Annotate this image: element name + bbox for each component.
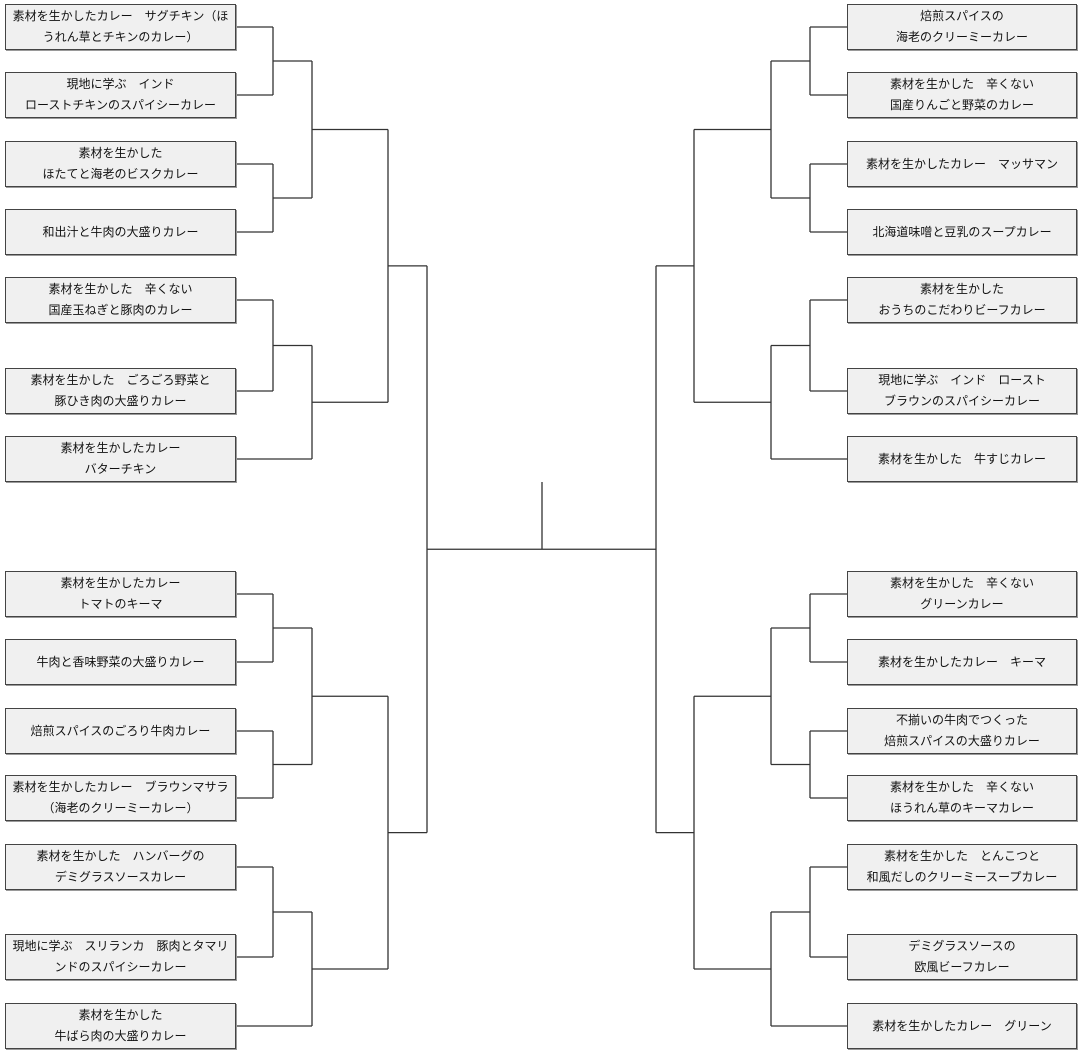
right-entry-box: 素材を生かしたカレー グリーン (847, 1003, 1077, 1049)
right-entry-label: 素材を生かした 辛くない グリーンカレー (889, 576, 1034, 611)
right-entry-label: 素材を生かしたカレー マッサマン (865, 156, 1058, 171)
right-entry-box: 不揃いの牛肉でつくった 焙煎スパイスの大盛りカレー (847, 708, 1077, 754)
left-entry-box: 現地に学ぶ スリランカ 豚肉とタマリ ンドのスパイシーカレー (5, 934, 236, 980)
right-entry-box: 素材を生かしたカレー キーマ (847, 639, 1077, 685)
left-entry-box: 素材を生かしたカレー ブラウンマサラ （海老のクリーミーカレー） (5, 775, 236, 821)
right-entry-box: 焙煎スパイスの 海老のクリーミーカレー (847, 4, 1077, 50)
left-entry-label: 焙煎スパイスのごろり牛肉カレー (30, 723, 211, 738)
left-entry-label: 牛肉と香味野菜の大盛りカレー (36, 654, 205, 669)
left-entry-label: 素材を生かした ハンバーグの デミグラスソースカレー (36, 849, 205, 884)
right-entry-label: 焙煎スパイスの 海老のクリーミーカレー (895, 9, 1028, 44)
left-entry-box: 牛肉と香味野菜の大盛りカレー (5, 639, 236, 685)
right-entry-box: 素材を生かした とんこつと 和風だしのクリーミースープカレー (847, 844, 1077, 890)
right-entry-label: 現地に学ぶ インド ロースト ブラウンのスパイシーカレー (878, 373, 1046, 408)
right-entry-box: 北海道味噌と豆乳のスープカレー (847, 209, 1077, 255)
left-entry-label: 素材を生かしたカレー トマトのキーマ (60, 576, 181, 611)
right-entry-label: 北海道味噌と豆乳のスープカレー (872, 224, 1052, 239)
left-entry-box: 素材を生かしたカレー トマトのキーマ (5, 571, 236, 617)
right-entry-label: 素材を生かしたカレー グリーン (872, 1018, 1052, 1033)
left-entry-label: 和出汁と牛肉の大盛りカレー (42, 224, 199, 239)
right-entry-box: 素材を生かした 辛くない 国産りんごと野菜のカレー (847, 72, 1077, 118)
right-entry-label: デミグラスソースの 欧風ビーフカレー (908, 939, 1016, 974)
right-entry-label: 素材を生かしたカレー キーマ (877, 654, 1046, 669)
right-entry-label: 素材を生かした 牛すじカレー (877, 451, 1046, 466)
left-entry-box: 素材を生かした ハンバーグの デミグラスソースカレー (5, 844, 236, 890)
left-entry-label: 素材を生かしたカレー ブラウンマサラ （海老のクリーミーカレー） (12, 780, 229, 815)
right-entry-box: 現地に学ぶ インド ロースト ブラウンのスパイシーカレー (847, 368, 1077, 414)
right-entry-label: 素材を生かした おうちのこだわりビーフカレー (878, 282, 1046, 317)
right-entry-label: 素材を生かした とんこつと 和風だしのクリーミースープカレー (866, 849, 1058, 884)
left-entry-label: 現地に学ぶ スリランカ 豚肉とタマリ ンドのスパイシーカレー (12, 939, 229, 974)
left-entry-label: 素材を生かした 辛くない 国産玉ねぎと豚肉のカレー (48, 282, 193, 317)
left-entry-box: 素材を生かしたカレー バターチキン (5, 436, 236, 482)
left-entry-label: 素材を生かした ほたてと海老のビスクカレー (42, 146, 199, 181)
left-entry-box: 和出汁と牛肉の大盛りカレー (5, 209, 236, 255)
right-entry-label: 素材を生かした 辛くない ほうれん草のキーマカレー (889, 780, 1034, 815)
left-entry-box: 素材を生かした ほたてと海老のビスクカレー (5, 141, 236, 187)
left-entry-box: 素材を生かした 辛くない 国産玉ねぎと豚肉のカレー (5, 277, 236, 323)
left-entry-box: 素材を生かした ごろごろ野菜と 豚ひき肉の大盛りカレー (5, 368, 236, 414)
right-entry-box: 素材を生かした おうちのこだわりビーフカレー (847, 277, 1077, 323)
right-entry-label: 不揃いの牛肉でつくった 焙煎スパイスの大盛りカレー (884, 713, 1040, 748)
right-entry-box: 素材を生かした 辛くない ほうれん草のキーマカレー (847, 775, 1077, 821)
left-entry-box: 焙煎スパイスのごろり牛肉カレー (5, 708, 236, 754)
right-entry-label: 素材を生かした 辛くない 国産りんごと野菜のカレー (889, 77, 1034, 112)
left-entry-label: 素材を生かした 牛ばら肉の大盛りカレー (54, 1008, 187, 1043)
left-entry-box: 素材を生かしたカレー サグチキン（ほ うれん草とチキンのカレー） (5, 4, 236, 50)
left-entry-label: 素材を生かしたカレー サグチキン（ほ うれん草とチキンのカレー） (12, 9, 229, 44)
right-entry-box: デミグラスソースの 欧風ビーフカレー (847, 934, 1077, 980)
left-entry-label: 素材を生かした ごろごろ野菜と 豚ひき肉の大盛りカレー (30, 373, 211, 408)
left-entry-box: 素材を生かした 牛ばら肉の大盛りカレー (5, 1003, 236, 1049)
left-entry-label: 素材を生かしたカレー バターチキン (60, 441, 181, 476)
right-entry-box: 素材を生かした 辛くない グリーンカレー (847, 571, 1077, 617)
left-entry-label: 現地に学ぶ インド ローストチキンのスパイシーカレー (24, 77, 217, 112)
right-entry-box: 素材を生かした 牛すじカレー (847, 436, 1077, 482)
right-entry-box: 素材を生かしたカレー マッサマン (847, 141, 1077, 187)
left-entry-box: 現地に学ぶ インド ローストチキンのスパイシーカレー (5, 72, 236, 118)
